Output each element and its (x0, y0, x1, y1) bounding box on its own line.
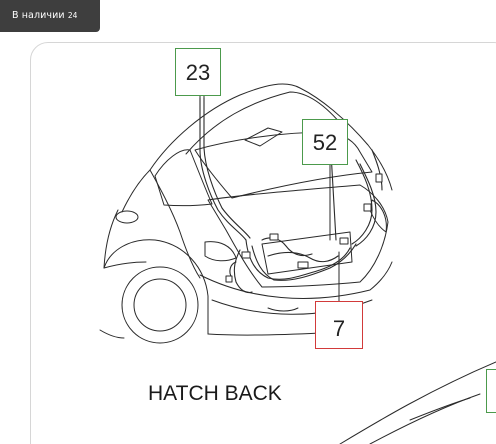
parts-diagram-frame (30, 42, 496, 444)
in-stock-count: 24 (67, 11, 78, 20)
part-callout-partial[interactable] (486, 369, 496, 413)
part-callout-52-label: 52 (312, 130, 338, 155)
in-stock-label: В наличии (12, 10, 65, 21)
part-callout-7-label: 7 (332, 316, 346, 341)
diagram-caption: HATCH BACK (148, 382, 282, 405)
in-stock-badge: В наличии 24 (0, 0, 100, 32)
part-callout-23[interactable]: 23 (175, 48, 221, 96)
part-callout-7[interactable]: 7 (315, 301, 363, 349)
part-callout-52[interactable]: 52 (302, 119, 348, 165)
part-callout-23-label: 23 (185, 60, 211, 85)
